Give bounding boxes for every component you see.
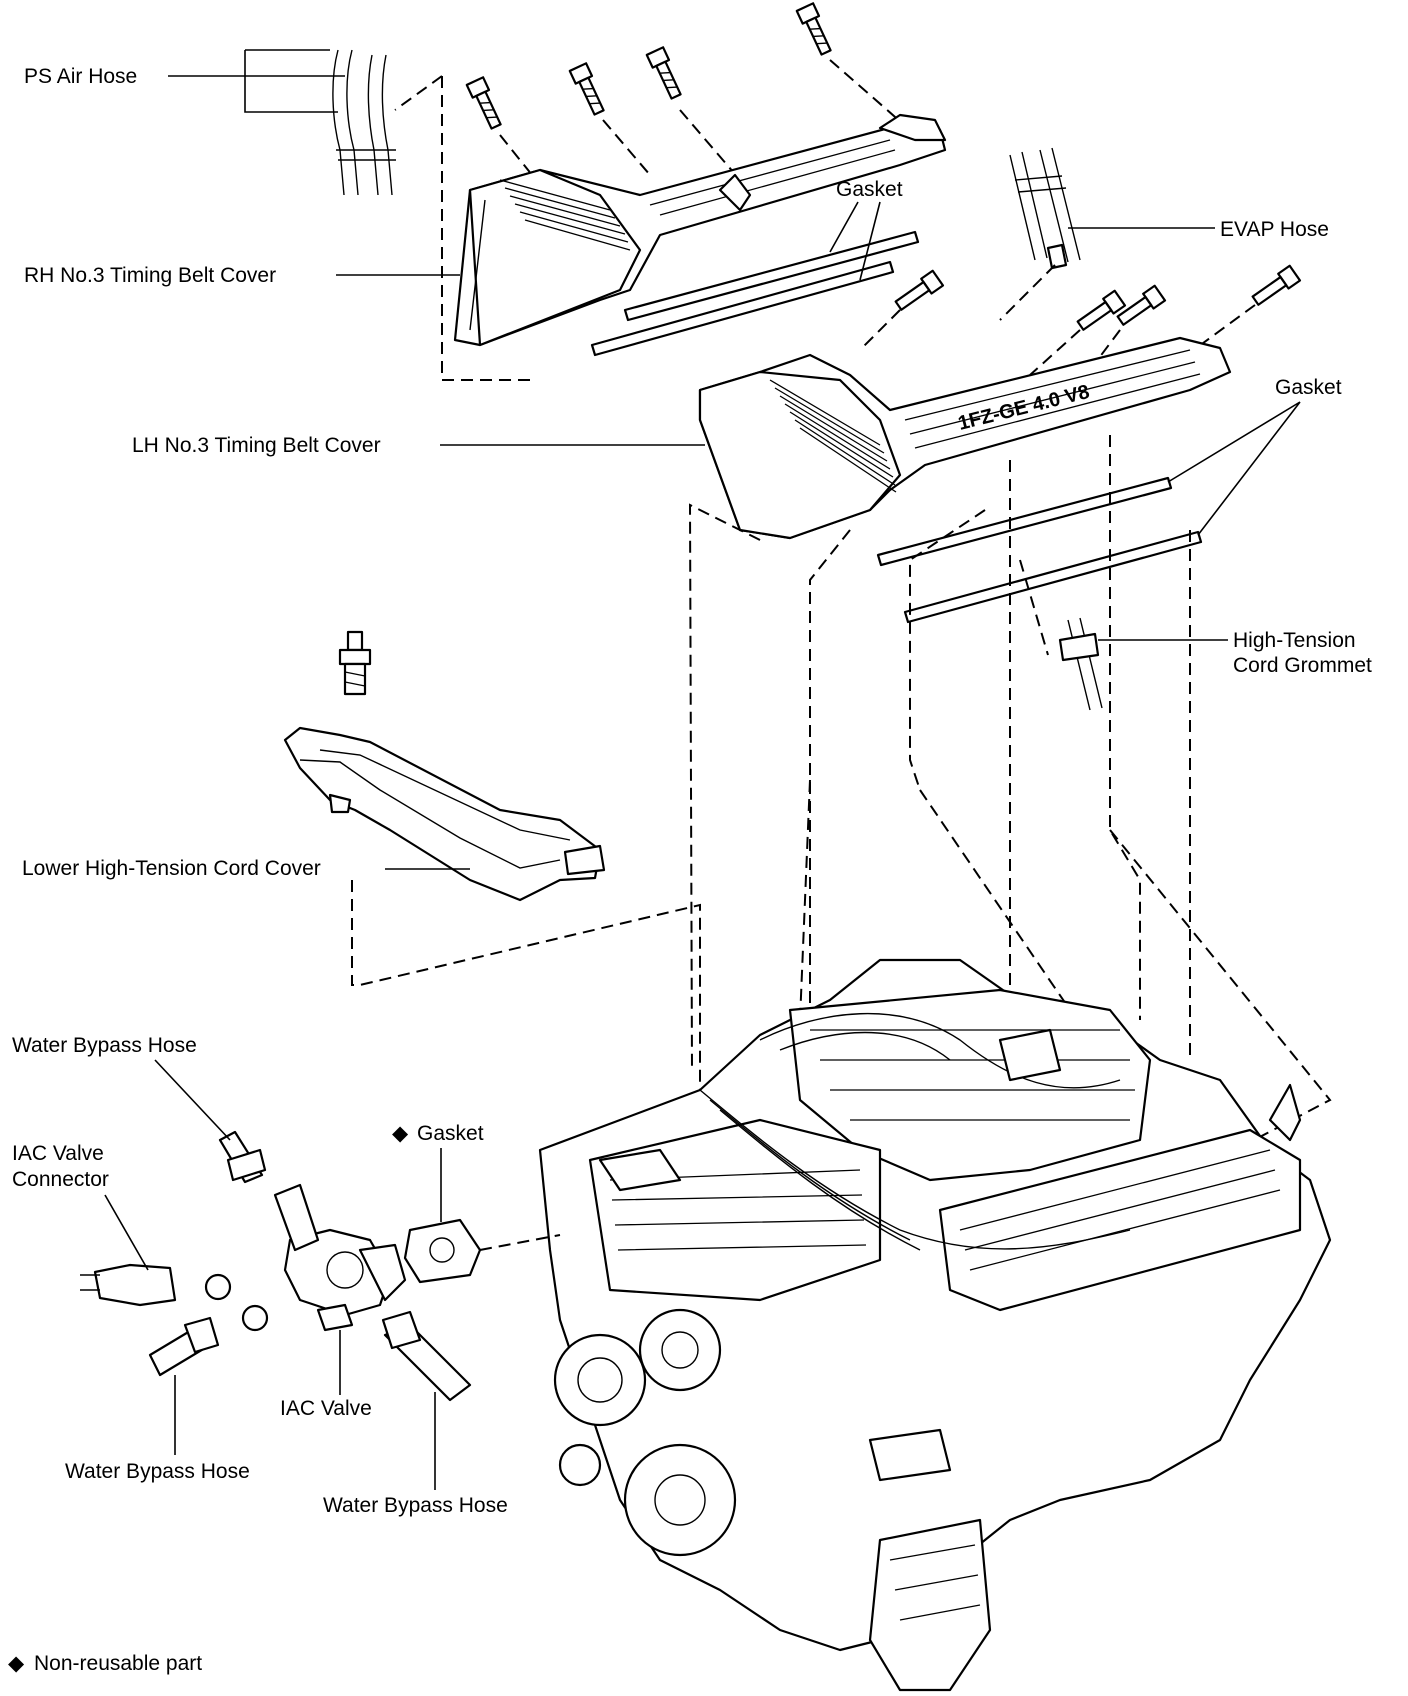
iac-valve-connector bbox=[93, 1263, 177, 1307]
lh-timing-belt-cover: 1FZ-GE 4.0 V8 bbox=[698, 336, 1232, 540]
gasket-pair-right bbox=[876, 476, 1203, 624]
iac-valve-connector-label: IAC Valve Connector bbox=[12, 1142, 149, 1271]
svg-text:EVAP Hose: EVAP Hose bbox=[1220, 218, 1329, 241]
bolt-set-middle bbox=[859, 264, 1302, 376]
svg-text:RH No.3 Timing Belt Cover: RH No.3 Timing Belt Cover bbox=[24, 264, 276, 287]
engine-assembly bbox=[538, 958, 1332, 1692]
svg-text:LH No.3 Timing Belt Cover: LH No.3 Timing Belt Cover bbox=[132, 434, 381, 457]
lower-high-tension-cord-cover bbox=[283, 630, 606, 902]
svg-text:Gasket: Gasket bbox=[1275, 376, 1342, 399]
svg-text:Water Bypass Hose: Water Bypass Hose bbox=[323, 1494, 508, 1517]
svg-text:◆: ◆ bbox=[392, 1122, 409, 1145]
guide-line-lower-cover bbox=[351, 880, 701, 1100]
evap-hose bbox=[999, 147, 1081, 321]
lh-timing-belt-cover-label: LH No.3 Timing Belt Cover bbox=[132, 434, 705, 457]
bolt bbox=[645, 46, 682, 100]
high-tension-cord-grommet-label: High-Tension Cord Grommet bbox=[1098, 629, 1372, 677]
o-ring bbox=[241, 1304, 269, 1332]
gasket-pair-top bbox=[590, 230, 920, 357]
iac-valve-label: IAC Valve bbox=[280, 1330, 372, 1420]
bolt bbox=[465, 76, 502, 130]
evap-hose-label: EVAP Hose bbox=[1068, 218, 1329, 241]
ps-air-hose-label: PS Air Hose bbox=[24, 49, 345, 113]
svg-text:◆: ◆ bbox=[8, 1652, 25, 1675]
bolt bbox=[894, 269, 945, 311]
bolt bbox=[1251, 264, 1302, 306]
ps-air-hose bbox=[332, 49, 396, 196]
svg-text:Connector: Connector bbox=[12, 1168, 109, 1191]
iac-valve-group bbox=[80, 1130, 561, 1402]
svg-text:Gasket: Gasket bbox=[417, 1122, 484, 1145]
rh-timing-belt-cover bbox=[394, 75, 947, 381]
stud-bolt bbox=[338, 630, 372, 696]
bolt bbox=[795, 2, 832, 56]
bolt bbox=[568, 62, 605, 116]
svg-text:PS Air Hose: PS Air Hose bbox=[24, 65, 137, 88]
bolt bbox=[1076, 289, 1127, 331]
iac-gasket bbox=[403, 1218, 482, 1284]
high-tension-cord-grommet bbox=[1019, 559, 1103, 711]
water-bypass-hose-top-label: Water Bypass Hose bbox=[12, 1034, 231, 1141]
water-bypass-hose-left-label: Water Bypass Hose bbox=[65, 1375, 250, 1483]
bolt bbox=[1116, 284, 1167, 326]
svg-text:Non-reusable part: Non-reusable part bbox=[34, 1652, 202, 1675]
svg-text:Gasket: Gasket bbox=[836, 178, 903, 201]
svg-text:IAC Valve: IAC Valve bbox=[12, 1142, 104, 1165]
svg-text:Cord Grommet: Cord Grommet bbox=[1233, 654, 1372, 677]
gasket-top-label: Gasket bbox=[829, 178, 903, 281]
o-ring bbox=[204, 1273, 232, 1301]
gasket-right-label: Gasket bbox=[1167, 376, 1342, 536]
svg-text:Water Bypass Hose: Water Bypass Hose bbox=[12, 1034, 197, 1057]
rh-timing-belt-cover-label: RH No.3 Timing Belt Cover bbox=[24, 264, 460, 287]
lower-high-tension-cord-cover-label: Lower High-Tension Cord Cover bbox=[22, 857, 470, 880]
svg-text:Water Bypass Hose: Water Bypass Hose bbox=[65, 1460, 250, 1483]
svg-text:Lower High-Tension Cord Cover: Lower High-Tension Cord Cover bbox=[22, 857, 321, 880]
svg-text:IAC Valve: IAC Valve bbox=[280, 1397, 372, 1420]
gasket-iac-label: ◆ Gasket bbox=[392, 1122, 484, 1222]
water-bypass-hose-right-label: Water Bypass Hose bbox=[323, 1392, 508, 1517]
legend-non-reusable: ◆ Non-reusable part bbox=[8, 1652, 202, 1675]
svg-text:High-Tension: High-Tension bbox=[1233, 629, 1356, 652]
